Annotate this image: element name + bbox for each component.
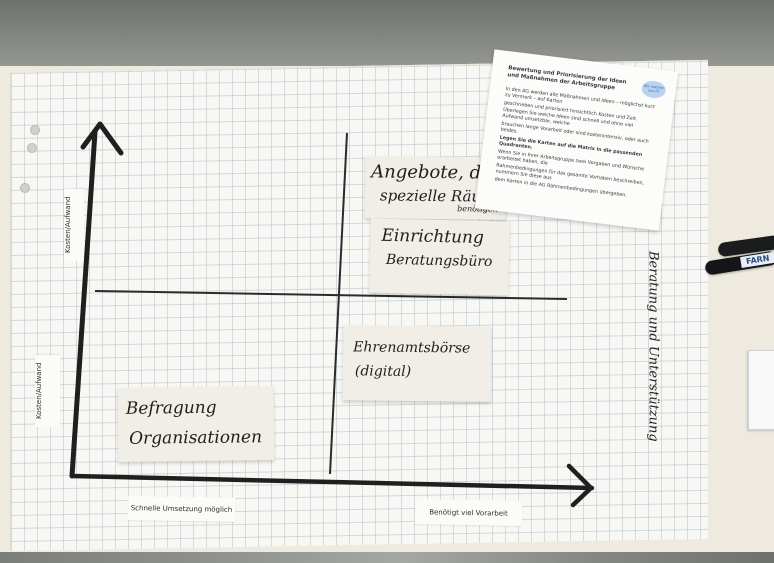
x-axis-left-label: Schnelle Umsetzung möglich [127,496,236,522]
punch-hole [30,125,40,135]
sticky-note-line: Befragung [125,397,217,419]
sticky-note-volunteer-exchange: Ehrenamtsbörse (digital) [342,325,492,402]
x-axis-right-label: Benötigt viel Vorarbeit [414,499,523,526]
punch-hole [20,183,30,193]
sticky-note-line: Beratungsbüro [385,251,493,271]
x-axis-right-label-text: Benötigt viel Vorarbeit [429,507,508,518]
sticky-note-line: (digital) [354,363,412,380]
marker-brand-label: FARN [740,251,774,268]
y-axis-bottom-label-text: Kosten/Aufwand [35,362,43,420]
y-axis-top-label-text: Kosten/Aufwand [64,196,72,254]
x-axis-left-label-text: Schnelle Umsetzung möglich [130,504,233,514]
sticky-note-line: Organisationen [129,427,263,449]
clipboard-clip [748,350,774,430]
instruction-sheet: Wir machen uns fit Bewertung und Prioris… [474,49,679,231]
sticky-note-line: Ehrenamtsbörse [353,339,471,357]
y-axis-bottom-label: Kosten/Aufwand [35,355,60,427]
y-axis-top-label: Kosten/Aufwand [64,189,84,261]
logo-text: Wir machen uns fit [643,83,665,94]
sticky-note-line: Einrichtung [381,225,485,248]
instruction-body: In den AG werden alle Maßnahmen und Idee… [494,87,658,202]
organization-logo: Wir machen uns fit [640,79,667,100]
category-label-text: Beratung und Unterstützung [645,250,661,442]
category-label: Beratung und Unterstützung [643,251,663,442]
sticky-note-survey: Befragung Organisationen [117,386,275,462]
sticky-note-office: Einrichtung Beratungsbüro [369,218,510,296]
punch-hole [27,143,37,153]
